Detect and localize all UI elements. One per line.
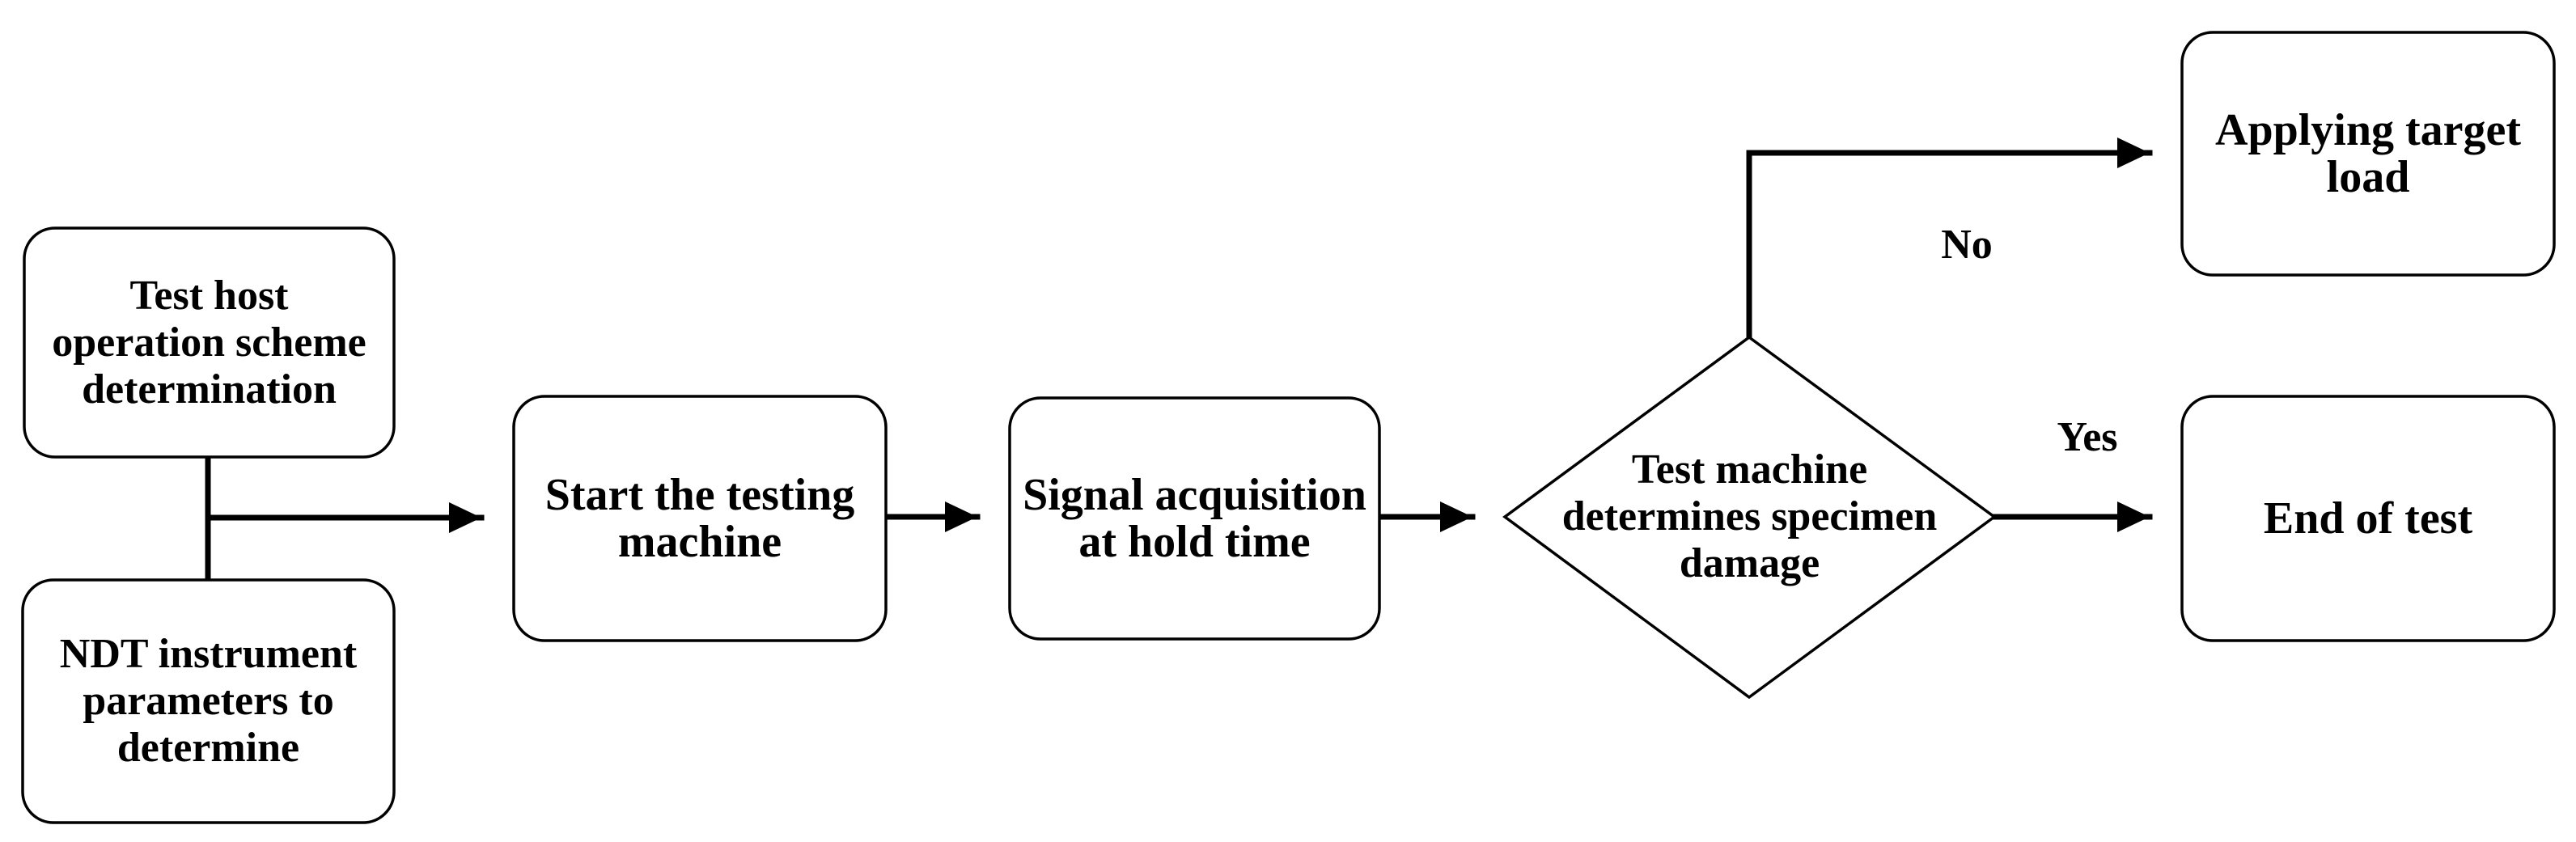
shape-signal-acq-box xyxy=(1008,396,1381,641)
shape-test-host-box xyxy=(23,226,396,459)
shape-ndt-params-box xyxy=(21,578,396,824)
connector-decision-no-to-apply xyxy=(1746,138,2153,341)
shape-start-machine-box xyxy=(512,395,888,642)
shape-end-test-box xyxy=(2180,395,2556,642)
shape-decision-diamond xyxy=(1502,335,1997,700)
shape-apply-load-box xyxy=(2180,31,2556,277)
